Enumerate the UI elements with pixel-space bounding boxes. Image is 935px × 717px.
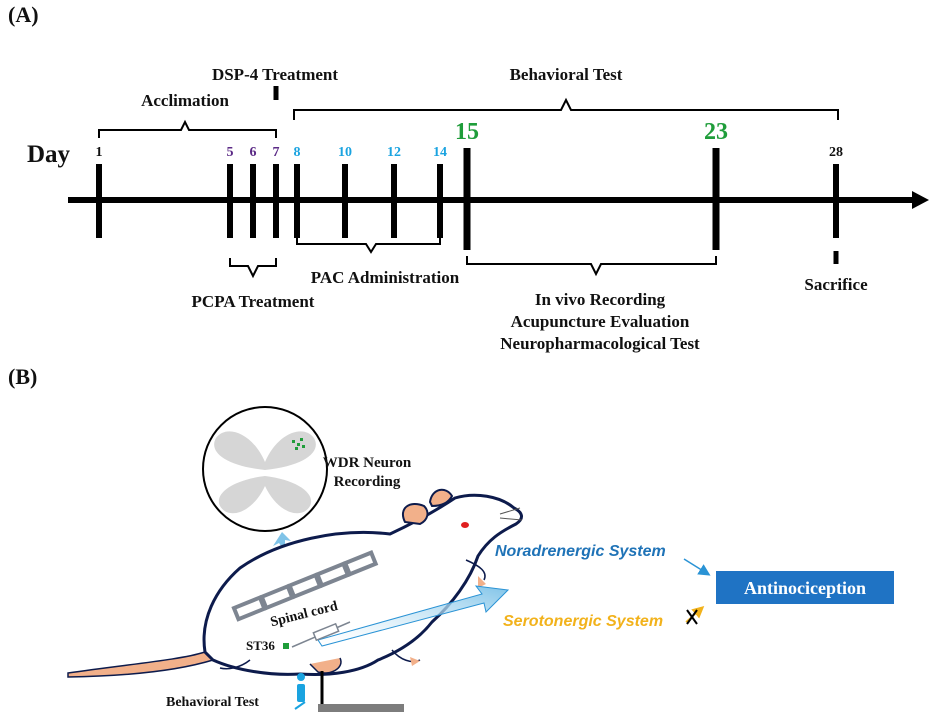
- day-title: Day: [27, 141, 71, 168]
- syringe-icon: [291, 621, 351, 648]
- pac-brace: [296, 236, 441, 254]
- noradrenergic-arrow: [683, 558, 711, 576]
- serotonergic-label: Serotonergic System: [503, 613, 663, 630]
- sacrifice-label: Sacrifice: [804, 275, 868, 294]
- behavioral-label: Behavioral Test: [510, 65, 623, 84]
- day-number: 14: [433, 145, 447, 160]
- day-ticks: [96, 148, 839, 250]
- acclimation-label: Acclimation: [141, 91, 229, 110]
- st36-label: ST36: [246, 638, 275, 653]
- wdr-label-1: WDR Neuron: [323, 455, 412, 471]
- invivo-label-3: Neuropharmacological Test: [500, 334, 700, 353]
- wdr-label-2: Recording: [334, 474, 401, 490]
- day-number: 10: [338, 145, 352, 160]
- day-number: 12: [387, 145, 401, 160]
- panel-a-label: (A): [8, 2, 39, 27]
- behavioral-brace: [293, 97, 839, 120]
- antinociception-box: [716, 571, 894, 604]
- antinociception-label: Antinociception: [744, 578, 866, 598]
- acupoint-marker: [283, 643, 289, 649]
- invivo-label-2: Acupuncture Evaluation: [511, 312, 690, 331]
- behavioral-test-label: Behavioral Test: [166, 695, 259, 710]
- panel-a: (A) Day 1 5 6 7 8 10 12 14: [8, 2, 929, 353]
- day-number: 8: [294, 145, 301, 160]
- day-number: 28: [829, 145, 843, 160]
- day-number: 23: [704, 119, 728, 145]
- dsp4-label: DSP-4 Treatment: [212, 65, 338, 84]
- spinal-cross-section-icon: [202, 406, 328, 532]
- invivo-label-1: In vivo Recording: [535, 290, 666, 309]
- blocked-x-icon: [686, 609, 698, 625]
- day-number: 1: [96, 145, 103, 160]
- day-number: 5: [227, 145, 234, 160]
- panel-b: (B) WDR Neuron Recording: [8, 364, 894, 712]
- recording-arrow-icon: [273, 532, 291, 552]
- invivo-brace: [466, 256, 717, 277]
- panel-b-label: (B): [8, 364, 37, 389]
- day-number: 6: [250, 145, 257, 160]
- von-frey-icon: [294, 671, 404, 712]
- timeline-arrowhead: [912, 191, 929, 209]
- pcpa-label: PCPA Treatment: [192, 292, 315, 311]
- day-numbers: 1 5 6 7 8 10 12 14 15 23 28: [96, 119, 844, 160]
- day-number: 15: [455, 119, 479, 145]
- pac-label: PAC Administration: [311, 268, 460, 287]
- acclimation-brace: [98, 119, 277, 138]
- noradrenergic-label: Noradrenergic System: [495, 543, 666, 560]
- spinal-cord-icon: [231, 550, 379, 622]
- day-number: 7: [273, 145, 280, 160]
- pcpa-brace: [229, 258, 277, 279]
- rat-icon: [67, 488, 523, 678]
- stimulation-beam: [317, 585, 510, 647]
